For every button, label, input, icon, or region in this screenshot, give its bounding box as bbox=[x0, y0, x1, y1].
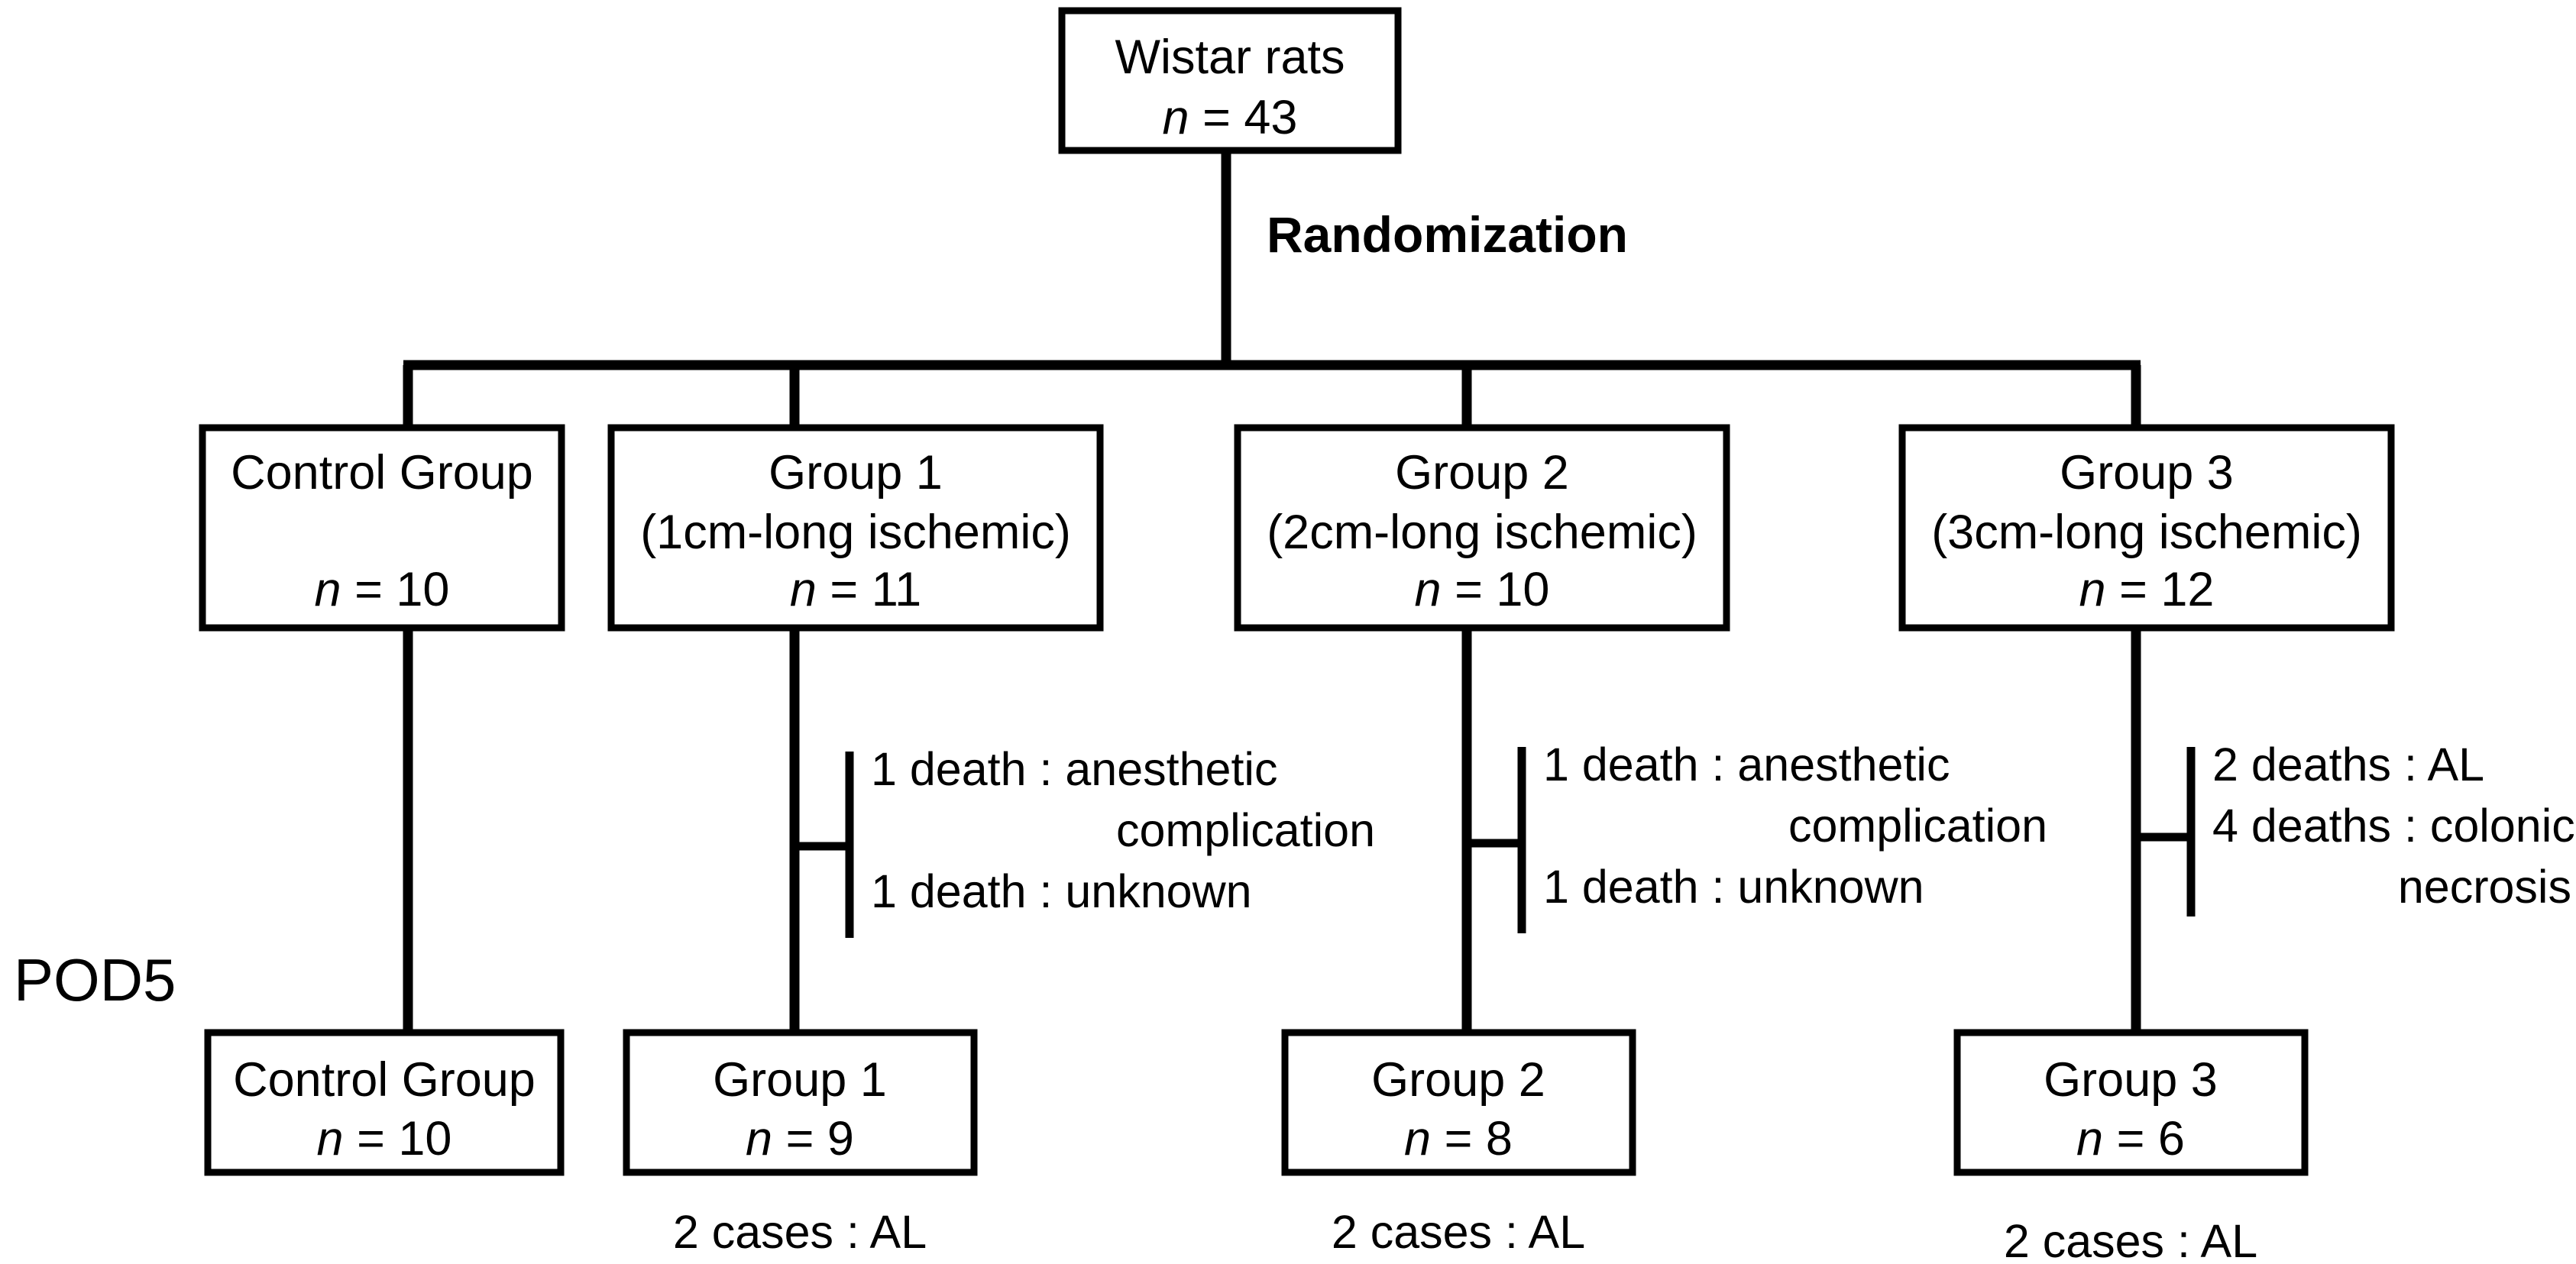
node-group-group1-line2: (1cm-long ischemic) bbox=[640, 506, 1071, 559]
attrition-text-group2: 1 death : anesthetic complication 1 deat… bbox=[1543, 739, 2047, 913]
connector-group bbox=[403, 150, 2141, 1033]
attrition-group1-line-2: 1 death : unknown bbox=[871, 865, 1252, 917]
node-outcome-group2-box bbox=[1281, 1029, 1636, 1176]
node-outcome-group1-box bbox=[623, 1029, 978, 1176]
node-group-control-line1: Control Group bbox=[231, 446, 533, 499]
attrition-group1-line-0: 1 death : anesthetic bbox=[871, 743, 1277, 795]
node-group-group1-box bbox=[607, 424, 1104, 632]
attrition-group3-line-2: necrosis bbox=[2398, 861, 2571, 913]
node-group-group3-line1: Group 3 bbox=[2060, 446, 2234, 499]
node-outcome-group2-line1: Group 2 bbox=[1371, 1053, 1545, 1107]
node-outcome-control-box bbox=[204, 1029, 565, 1176]
timepoint-label-pod5: POD5 bbox=[14, 946, 176, 1013]
node-group-group1: Group 1 (1cm-long ischemic) n = 11 bbox=[607, 424, 1104, 632]
node-group-group2: Group 2 (2cm-long ischemic) n = 10 bbox=[1234, 424, 1730, 632]
node-outcome-group3-box bbox=[1953, 1029, 2309, 1176]
node-group-group2-line1: Group 2 bbox=[1395, 446, 1569, 499]
node-group-group3-n: n = 12 bbox=[2079, 563, 2215, 616]
node-outcome-group3: Group 3 n = 6 2 cases : AL bbox=[1953, 1029, 2309, 1264]
node-group-control-n: n = 10 bbox=[315, 563, 450, 616]
node-group-control-box bbox=[199, 424, 565, 632]
node-outcome-group1-caption: 2 cases : AL bbox=[673, 1206, 927, 1258]
node-outcome-group3-line1: Group 3 bbox=[2044, 1053, 2218, 1107]
node-outcome-group1-line1: Group 1 bbox=[713, 1053, 887, 1107]
attrition-group2-line-1: complication bbox=[1788, 800, 2047, 852]
node-outcome-group3-caption: 2 cases : AL bbox=[2004, 1215, 2257, 1264]
node-wistar-rats-n: n = 43 bbox=[1163, 91, 1298, 144]
node-group-group3-box bbox=[1898, 424, 2395, 632]
node-group-group1-line1: Group 1 bbox=[769, 446, 943, 499]
node-group-group2-n: n = 10 bbox=[1415, 563, 1550, 616]
attrition-group1-line-1: complication bbox=[1116, 804, 1375, 856]
node-outcome-group1-n: n = 9 bbox=[746, 1112, 854, 1165]
node-group-group2-line2: (2cm-long ischemic) bbox=[1267, 506, 1697, 559]
node-wistar-rats-label: Wistar rats bbox=[1115, 31, 1345, 84]
node-wistar-rats: Wistar rats n = 43 bbox=[1058, 7, 1402, 154]
attrition-group3-line-1: 4 deaths : colonic bbox=[2212, 800, 2575, 852]
node-outcome-control: Control Group n = 10 bbox=[204, 1029, 565, 1176]
node-group-group3-line2: (3cm-long ischemic) bbox=[1931, 506, 2362, 559]
node-outcome-control-n: n = 10 bbox=[317, 1112, 452, 1165]
node-outcome-group2-n: n = 8 bbox=[1404, 1112, 1513, 1165]
attrition-bracket-group3 bbox=[2136, 747, 2196, 916]
node-group-group1-n: n = 11 bbox=[790, 563, 921, 616]
attrition-bracket-group2 bbox=[1467, 747, 1526, 933]
randomization-label: Randomization bbox=[1267, 206, 1628, 263]
node-outcome-group2: Group 2 n = 8 2 cases : AL bbox=[1281, 1029, 1636, 1258]
attrition-bracket-group1 bbox=[794, 752, 854, 938]
node-group-group2-box bbox=[1234, 424, 1730, 632]
attrition-group2-line-0: 1 death : anesthetic bbox=[1543, 739, 1950, 790]
node-group-control: Control Group n = 10 bbox=[199, 424, 565, 632]
node-outcome-group3-n: n = 6 bbox=[2076, 1112, 2185, 1165]
attrition-group2-line-2: 1 death : unknown bbox=[1543, 861, 1924, 913]
node-outcome-group1: Group 1 n = 9 2 cases : AL bbox=[623, 1029, 978, 1258]
attrition-group3-line-0: 2 deaths : AL bbox=[2212, 739, 2484, 790]
attrition-text-group3: 2 deaths : AL 4 deaths : colonic necrosi… bbox=[2212, 739, 2575, 913]
node-outcome-control-line1: Control Group bbox=[233, 1053, 536, 1107]
node-wistar-rats-box bbox=[1058, 7, 1402, 154]
node-group-group3: Group 3 (3cm-long ischemic) n = 12 bbox=[1898, 424, 2395, 632]
node-outcome-group2-caption: 2 cases : AL bbox=[1332, 1206, 1585, 1258]
attrition-text-group1: 1 death : anesthetic complication 1 deat… bbox=[871, 743, 1375, 917]
